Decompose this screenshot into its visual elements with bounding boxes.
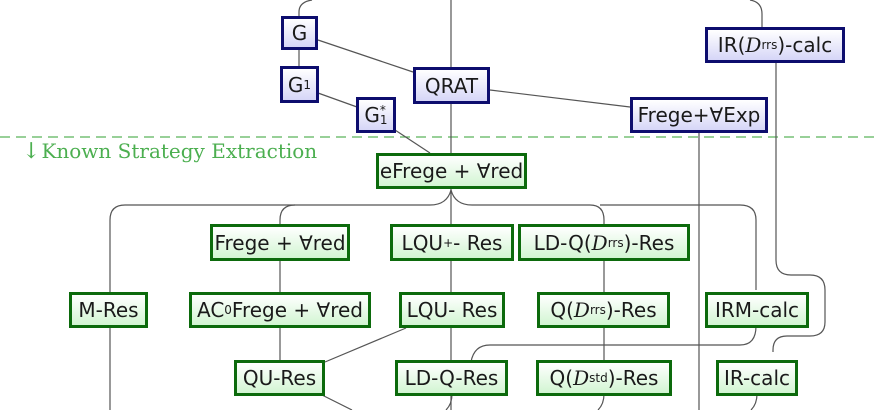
node-sub: 1	[303, 77, 312, 92]
node-frege-forall-exp[interactable]: Frege+∀Exp	[630, 97, 768, 133]
node-label: QU-Res	[242, 366, 317, 390]
edge-eFrege-branch-frege	[279, 204, 296, 226]
node-label-pre: AC	[196, 298, 225, 322]
node-label: M-Res	[78, 298, 139, 322]
edge-G1-G1star	[317, 92, 358, 108]
node-IRM-calc[interactable]: IRM-calc	[705, 292, 809, 328]
node-label-pre: Q(	[550, 298, 574, 322]
node-QRAT[interactable]: QRAT	[413, 67, 490, 104]
node-label: eFrege + ∀red	[379, 159, 524, 183]
node-sup: *	[379, 103, 386, 117]
node-label-pre: IR(	[717, 33, 746, 57]
node-label: Frege + ∀red	[214, 230, 346, 255]
edge-eFrege-branch-left	[109, 189, 452, 410]
edge-QU-bottom	[319, 393, 353, 410]
edge-G-offscreen	[298, 0, 313, 16]
node-label-post: )-Res	[605, 298, 657, 322]
edge-IRrrs-down	[772, 62, 826, 352]
node-LQU-plus-res[interactable]: LQU+- Res	[390, 224, 514, 261]
node-sup: std	[589, 371, 608, 385]
edge-LQU-QU	[324, 327, 407, 363]
node-label-cal: D	[573, 366, 590, 390]
node-sup: +	[443, 235, 454, 250]
node-label: G	[287, 72, 304, 97]
node-sup: rrs	[607, 235, 624, 250]
edge-eFrege-branch-right	[450, 189, 605, 226]
node-label: LQU- Res	[406, 298, 498, 322]
node-M-Res[interactable]: M-Res	[69, 292, 148, 328]
node-label-pre: LQU	[401, 230, 444, 255]
down-arrow-icon: ↓	[22, 139, 41, 164]
node-label-post: - Res	[453, 230, 503, 255]
node-LD-Q-res[interactable]: LD-Q-Res	[395, 360, 508, 396]
node-label: G	[291, 21, 308, 45]
node-label: IRM-calc	[714, 298, 800, 322]
edge-IRcalc-bottom	[750, 393, 758, 410]
node-G1-star[interactable]: G*1	[356, 97, 396, 133]
node-QU-res[interactable]: QU-Res	[234, 360, 325, 396]
edge-G-QRAT	[317, 39, 414, 73]
node-LQU-res[interactable]: LQU- Res	[399, 292, 505, 328]
node-label: IR-calc	[723, 366, 790, 390]
node-label-post: )-Res	[607, 366, 659, 390]
node-label-post: )-calc	[777, 33, 833, 57]
node-label-pre: Q(	[549, 366, 574, 390]
edge-IRrrs-top	[749, 0, 763, 28]
node-G[interactable]: G	[281, 16, 318, 50]
node-frege-forall-red[interactable]: Frege + ∀red	[210, 224, 350, 261]
node-label-cal: D	[591, 230, 608, 255]
node-sup: rrs	[761, 38, 778, 52]
edge-G1star-eFrege	[394, 129, 431, 154]
node-label-cal: D	[745, 33, 762, 57]
node-label-post: Frege + ∀red	[231, 298, 363, 322]
node-eFrege-forall-red[interactable]: eFrege + ∀red	[376, 153, 527, 189]
separator-label-text: Known Strategy Extraction	[41, 139, 318, 163]
node-sub: 1	[379, 113, 388, 127]
node-label: G	[364, 103, 380, 127]
node-label: LD-Q-Res	[404, 366, 499, 390]
edge-Qstd-bottom	[597, 393, 605, 410]
node-label-cal: D	[573, 298, 590, 322]
node-label-post: )-Res	[623, 230, 675, 255]
node-label: Frege+∀Exp	[637, 103, 761, 127]
node-IR-calc[interactable]: IR-calc	[716, 360, 798, 396]
known-strategy-extraction-label: ↓Known Strategy Extraction	[22, 139, 317, 164]
node-sup: rrs	[589, 303, 606, 317]
edge-QRAT-FregeExp	[489, 89, 631, 108]
node-sub: 0	[224, 303, 232, 317]
edge-eFrege-branch-irm	[600, 204, 757, 290]
edge-IRM-LDQ	[470, 325, 757, 363]
node-label-pre: LD-Q(	[533, 230, 592, 255]
node-label: QRAT	[424, 73, 479, 98]
